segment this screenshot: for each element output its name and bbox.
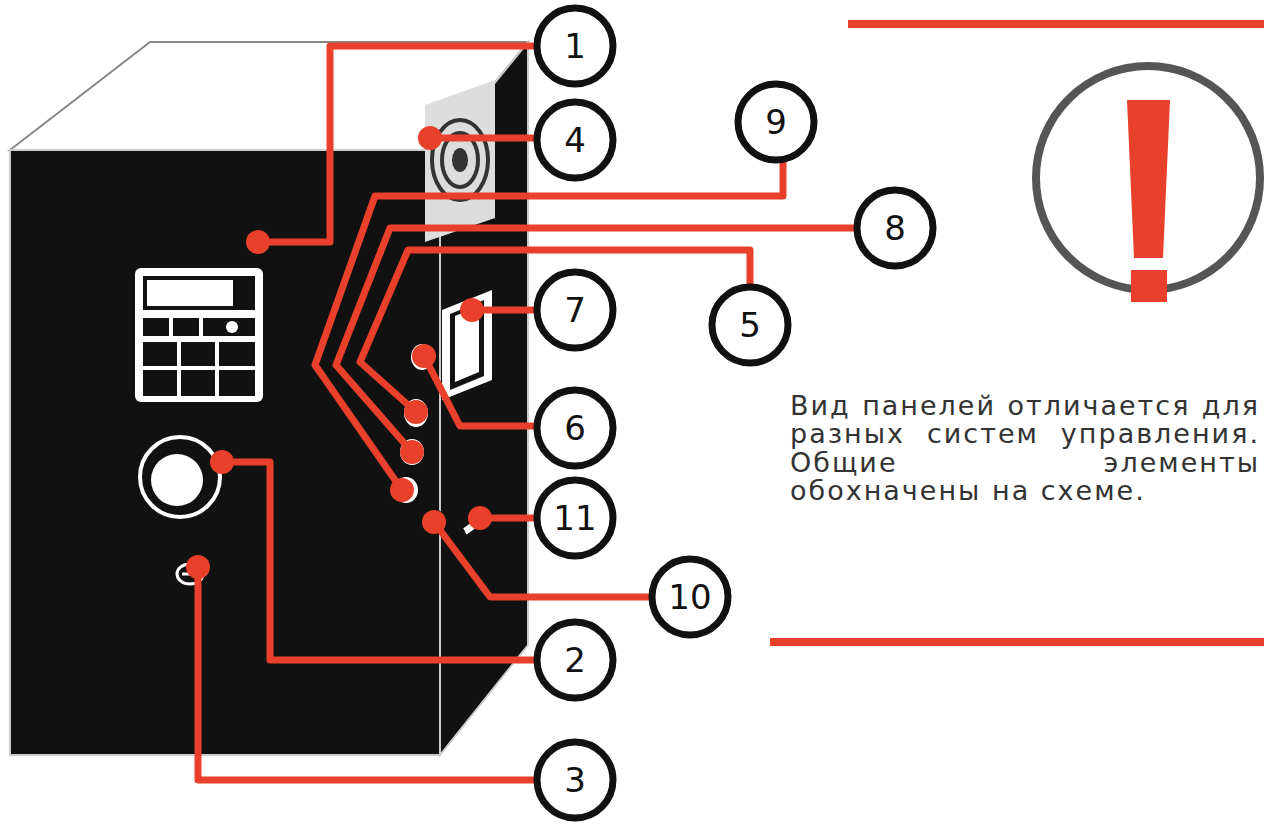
warning-symbol (770, 24, 1264, 642)
callout-number: 4 (564, 123, 586, 157)
callout-number: 5 (739, 308, 761, 342)
callout-number: 2 (564, 643, 586, 677)
leader-lines (198, 46, 856, 780)
control-keypad (135, 268, 263, 402)
callout-number: 8 (884, 211, 906, 245)
callout-number: 11 (553, 501, 596, 535)
small-sockets (393, 343, 492, 536)
callout-number: 7 (564, 293, 586, 327)
callout-number: 1 (564, 29, 586, 63)
callout-number: 10 (668, 580, 711, 614)
callout-number: 9 (765, 105, 787, 139)
callout-number: 6 (564, 411, 586, 445)
rotary-knob (140, 437, 220, 517)
leader-dots (186, 126, 492, 579)
callout-number: 3 (564, 763, 586, 797)
note-text: Вид панелей отличается для разных систем… (790, 392, 1260, 505)
cooling-fan (425, 80, 495, 242)
